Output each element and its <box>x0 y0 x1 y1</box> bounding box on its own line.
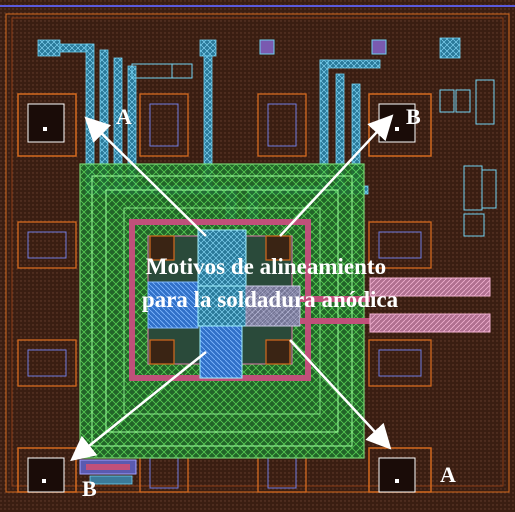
inner-pads <box>149 235 291 365</box>
bottom-left-structures <box>79 459 137 485</box>
arrow-bottom-right <box>289 339 392 450</box>
caption-line-1: Motivos de alineamiento <box>146 254 386 279</box>
sensor-center-lower <box>199 325 243 379</box>
caption-line-2: para la soldadura anódica <box>142 287 399 312</box>
marker-bottom-right: A <box>440 462 456 487</box>
arrow-bottom-left <box>70 351 207 462</box>
pad-top-left <box>17 93 77 157</box>
marker-bottom-left: B <box>82 476 97 501</box>
right-leads <box>300 277 491 333</box>
arrow-top-right <box>279 114 394 237</box>
bond-pads <box>17 93 432 493</box>
top-small-structures <box>131 39 387 79</box>
sensor-left-block <box>147 281 199 329</box>
alignment-arrows <box>70 114 394 462</box>
marker-top-right: B <box>406 104 421 129</box>
arrow-top-left <box>84 116 207 237</box>
membrane-ring-1 <box>91 175 353 447</box>
right-test-structures <box>439 79 497 237</box>
pad-bottom-left <box>17 447 77 493</box>
marker-top-left: A <box>116 104 132 129</box>
membrane-ring-3 <box>123 207 321 415</box>
sensor-right-block <box>245 285 301 327</box>
membrane-ring-2 <box>105 189 339 433</box>
pad-bottom-right <box>368 447 432 493</box>
